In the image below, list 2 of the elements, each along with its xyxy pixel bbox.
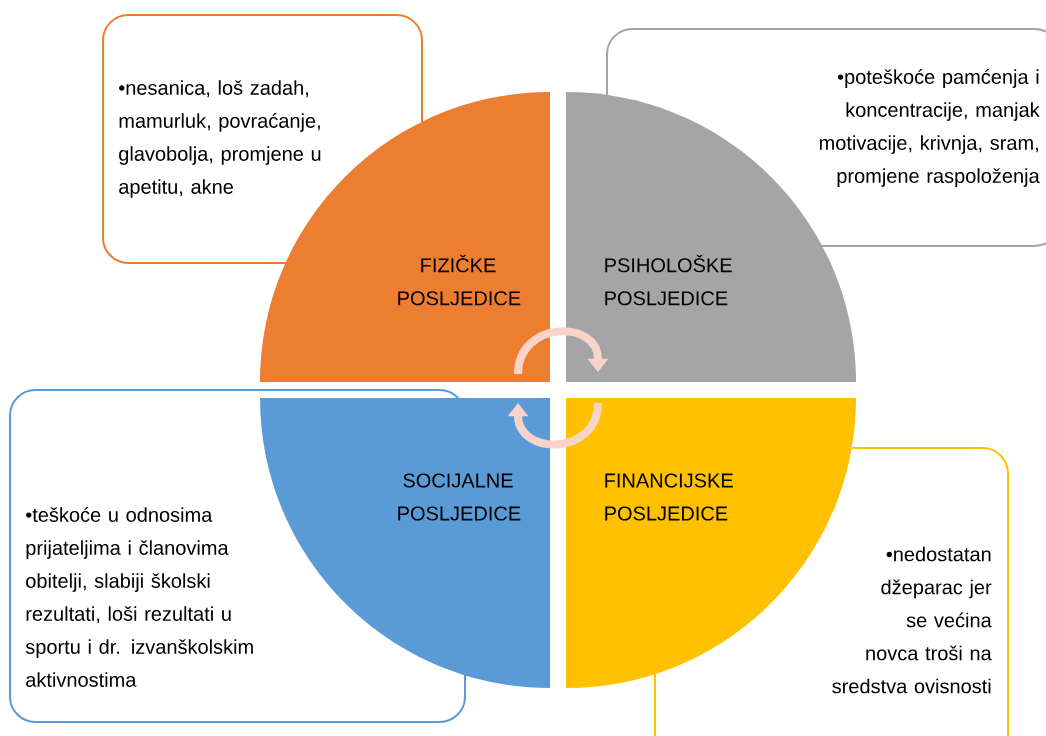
curved-arrow <box>507 402 602 449</box>
curved-arrow <box>514 327 609 375</box>
